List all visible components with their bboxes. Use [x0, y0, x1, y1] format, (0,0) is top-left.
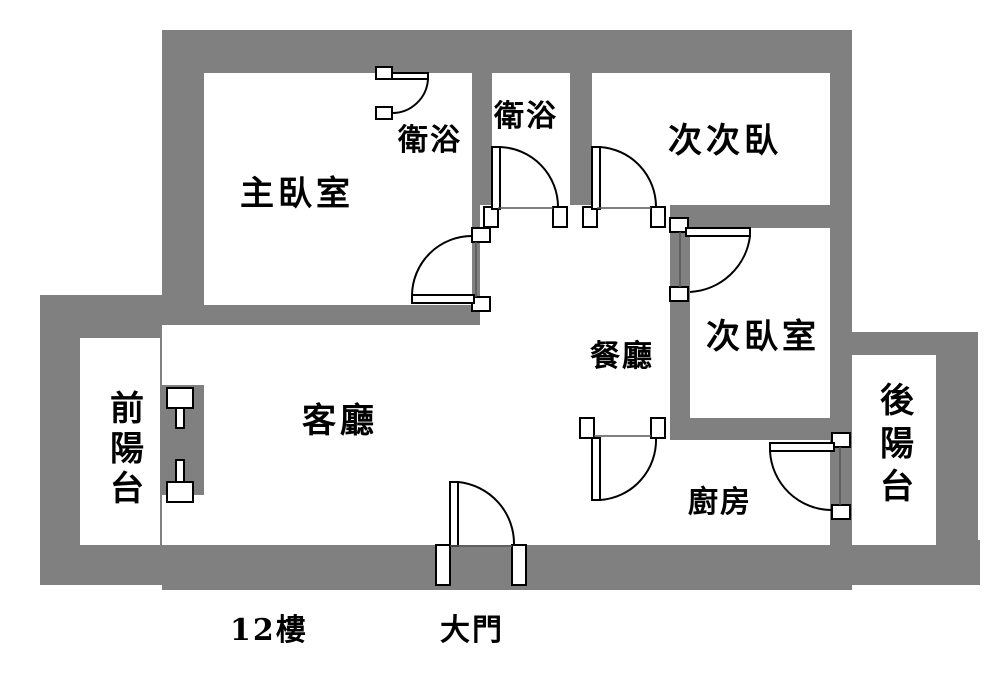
living-room-label: 客廳 [302, 401, 378, 441]
second-second-bedroom-door [582, 146, 666, 228]
front-balcony-label-3: 台 [110, 469, 144, 509]
master-bedroom-area [204, 73, 372, 305]
kitchen-area [596, 440, 830, 545]
master-bath-door [375, 66, 429, 120]
front-balcony-door [166, 387, 194, 503]
back-balcony-door [769, 432, 851, 520]
back-balcony-area [852, 355, 936, 545]
dining-room-label: 餐廳 [590, 339, 654, 374]
second-second-bedroom-area [592, 73, 830, 205]
back-balcony-label-3: 台 [880, 467, 914, 507]
corridor-area [480, 205, 670, 325]
main-door [435, 481, 527, 586]
bath-label: 衛浴 [493, 99, 558, 134]
floor-label: 12樓 [230, 613, 308, 648]
second-bedroom-area [690, 228, 830, 418]
second-bedroom-door [669, 217, 751, 302]
front-balcony-label-1: 前 [110, 389, 144, 429]
back-balcony-label-1: 後 [880, 381, 915, 421]
bath-door [483, 146, 568, 228]
master-bath-area [394, 73, 472, 155]
main-door-label: 大門 [440, 613, 504, 648]
master-bedroom-label: 主臥室 [240, 174, 354, 214]
front-balcony-label-2: 陽 [110, 429, 144, 469]
rooms [80, 73, 936, 545]
doors [166, 66, 851, 586]
second-second-bedroom-label: 次次臥 [668, 121, 782, 161]
kitchen-door [579, 417, 666, 501]
second-bedroom-label: 次臥室 [706, 317, 820, 357]
kitchen-label: 廚房 [688, 485, 752, 520]
room-labels: 主臥室 衛浴 衛浴 次次臥 次臥室 餐廳 客廳 廚房 前 陽 台 後 陽 台 1… [110, 99, 915, 648]
back-balcony-label-2: 陽 [880, 424, 914, 464]
front-balcony-area [80, 338, 160, 545]
master-bath-label: 衛浴 [397, 123, 462, 158]
master-bedroom-door [411, 227, 491, 312]
